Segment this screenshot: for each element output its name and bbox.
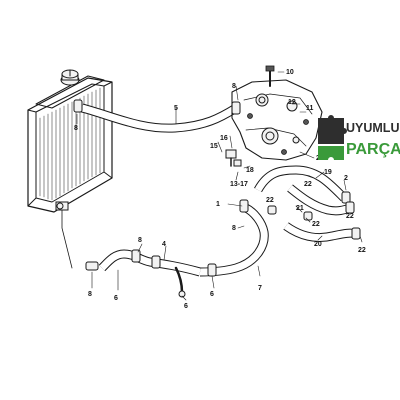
- callout-22: 22: [266, 197, 274, 204]
- callout-7: 7: [258, 285, 262, 292]
- lower-radiator-hose: [98, 249, 202, 277]
- bypass-pipe: [174, 266, 186, 298]
- engine-thermostat-housing: [231, 79, 323, 161]
- callout-22: 22: [346, 213, 354, 220]
- leader-line: [61, 209, 73, 269]
- heater-hose-lower: [283, 222, 358, 243]
- callout-6: 6: [210, 291, 214, 298]
- upper-radiator-hose: [80, 103, 239, 133]
- brand-word-parca: PARÇA: [346, 141, 400, 158]
- bolt: [265, 65, 275, 87]
- brand-logo: UYUMLU PARÇA: [318, 115, 400, 160]
- water-inlet-pipe: [199, 203, 269, 277]
- callout-8: 8: [88, 291, 92, 298]
- callout-12: 12: [288, 99, 296, 106]
- callout-20: 20: [314, 241, 322, 248]
- radiator-cap: [60, 69, 80, 86]
- leader-lines: [76, 71, 363, 301]
- callout-22: 22: [304, 181, 312, 188]
- callout-2: 2: [344, 175, 348, 182]
- callout-5: 5: [174, 105, 178, 112]
- callout-22: 22: [312, 221, 320, 228]
- callout-22: 22: [358, 247, 366, 254]
- puzzle-icon: [318, 115, 347, 160]
- hose-clamp: [85, 249, 161, 271]
- callout-8: 8: [138, 237, 142, 244]
- callout-19: 19: [324, 169, 332, 176]
- callout-13-17: 13-17: [230, 181, 248, 188]
- callout-16: 16: [220, 135, 228, 142]
- callout-1: 1: [216, 201, 220, 208]
- callout-6: 6: [184, 303, 188, 310]
- radiator-lower-outlet: [55, 201, 69, 211]
- heater-hose-middle: [287, 184, 352, 216]
- callout-6: 6: [114, 295, 118, 302]
- callout-21: 21: [296, 205, 304, 212]
- callout-11: 11: [306, 105, 314, 112]
- radiator: [27, 75, 113, 213]
- hose-clamp: [73, 99, 241, 115]
- brand-word-uyumlu: UYUMLU: [346, 121, 399, 135]
- callout-10: 10: [286, 69, 294, 76]
- callout-8: 8: [74, 125, 78, 132]
- callout-4: 4: [162, 241, 166, 248]
- callout-15: 15: [210, 143, 218, 150]
- callout-18: 18: [246, 167, 254, 174]
- hose-clamp: [267, 191, 361, 240]
- callout-8: 8: [232, 83, 236, 90]
- callout-8: 8: [232, 225, 236, 232]
- temperature-sensor: [225, 149, 242, 167]
- heater-hose-upper: [254, 165, 348, 202]
